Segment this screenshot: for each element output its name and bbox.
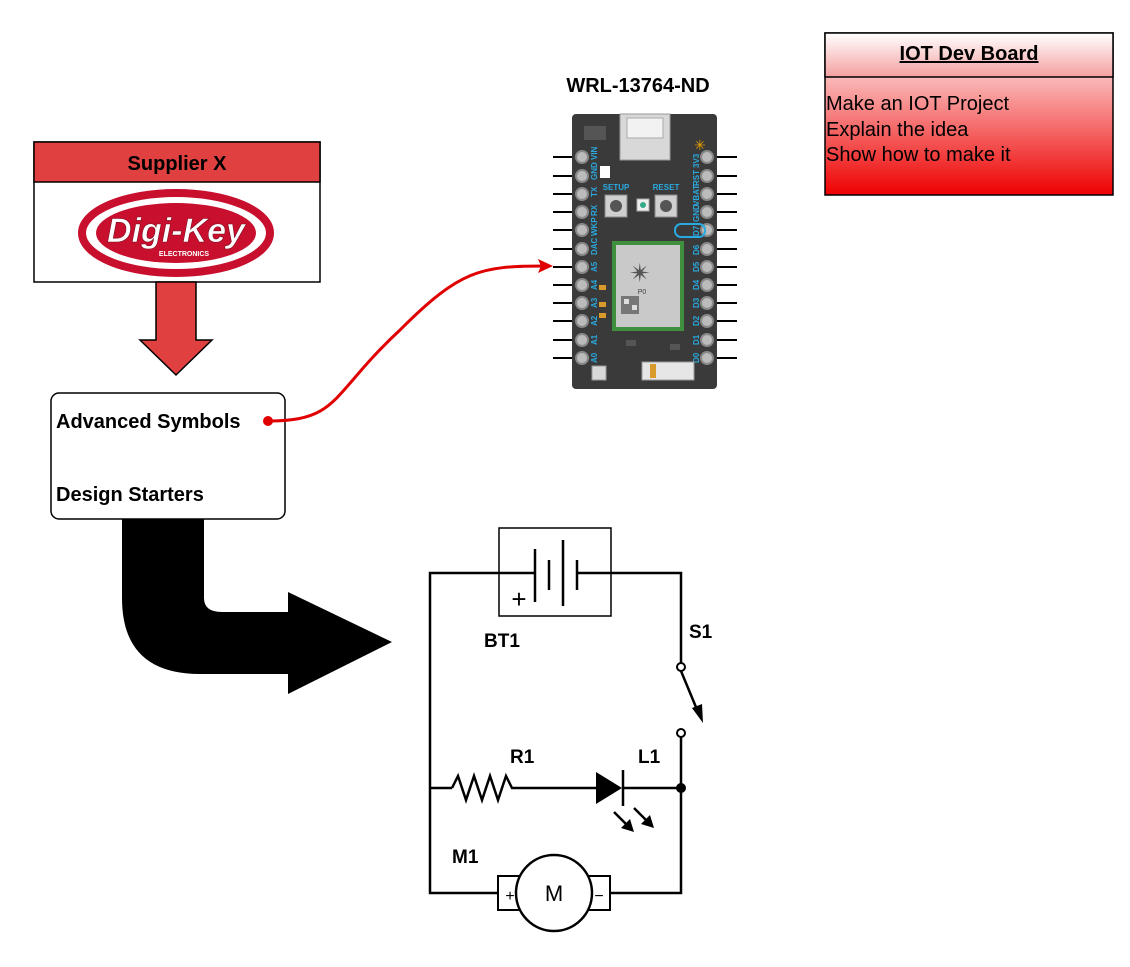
junction-dot [676,783,686,793]
svg-text:D1: D1 [692,334,701,345]
svg-text:P0: P0 [638,289,647,296]
connector-arrowhead [538,259,553,273]
svg-text:D0: D0 [692,352,701,363]
svg-text:A4: A4 [590,279,599,290]
supplier-header [33,141,321,183]
supplier-block[interactable]: Supplier X Digi-Key ELECTRONICS [33,141,321,283]
wire-top-left [428,571,499,895]
svg-text:D5: D5 [692,261,701,272]
svg-text:GND: GND [590,162,599,180]
svg-text:D6: D6 [692,244,701,255]
svg-text:RX: RX [590,204,599,216]
note-title: IOT Dev Board [900,43,1039,65]
menu-item-design-starters[interactable]: Design Starters [56,484,204,506]
label-s1: S1 [689,622,713,643]
svg-text:D7: D7 [692,225,701,236]
setup-label: SETUP [603,183,630,192]
supplier-title: Supplier X [128,153,228,175]
svg-text:VBAT: VBAT [692,185,701,206]
menu-item-advanced-symbols[interactable]: Advanced Symbols [56,411,241,433]
svg-text:ELECTRONICS: ELECTRONICS [159,251,210,258]
right-pin-labels: 3V3 RST VBAT GND D7 D6 D5 D4 D3 D2 D1 D0 [692,153,701,363]
led-l1[interactable] [596,770,654,832]
motor-minus: − [594,888,603,905]
svg-text:✴: ✴ [629,259,651,289]
connector-curve [267,264,546,423]
note-line-2: Explain the idea [826,119,969,141]
note-header [824,32,1114,78]
svg-text:Digi-Key: Digi-Key [107,212,247,250]
battery-plus: + [511,584,526,614]
svg-text:A2: A2 [590,315,599,326]
svg-text:D4: D4 [692,279,701,290]
svg-text:GND: GND [692,204,701,222]
black-curved-arrow [122,519,392,694]
resistor-r1[interactable] [450,772,516,804]
down-arrow-red [138,281,214,377]
label-r1: R1 [510,747,535,768]
motor-plus: + [505,888,514,905]
svg-text:TX: TX [590,186,599,197]
digikey-logo: Digi-Key ELECTRONICS [78,189,274,277]
iot-note[interactable]: IOT Dev Board Make an IOT Project Explai… [824,32,1114,196]
svg-text:A1: A1 [590,334,599,345]
motor-m1[interactable]: M + − [497,853,611,933]
dev-board[interactable]: ✳ VIN GND TX RX WKP DAC A5 A4 A3 A2 A1 A… [553,113,737,389]
svg-text:RST: RST [692,170,701,186]
battery-bt1[interactable]: + [498,527,612,617]
label-l1: L1 [638,747,661,768]
svg-text:A0: A0 [590,352,599,363]
svg-text:A3: A3 [590,297,599,308]
svg-text:A5: A5 [590,261,599,272]
menu-box[interactable]: Advanced Symbols Design Starters [50,392,286,520]
svg-text:VIN: VIN [590,146,599,160]
board-pads [575,150,714,365]
label-m1: M1 [452,847,479,868]
svg-text:✳: ✳ [694,138,706,154]
svg-text:D3: D3 [692,297,701,308]
svg-text:D2: D2 [692,315,701,326]
svg-text:3V3: 3V3 [692,153,701,168]
left-pin-labels: VIN GND TX RX WKP DAC A5 A4 A3 A2 A1 A0 [590,146,599,363]
motor-symbol: M [545,881,563,906]
wire-top-right [611,571,683,667]
schematic: + BT1 S1 R1 L1 M + [428,527,713,933]
label-bt1: BT1 [484,631,520,652]
note-line-3: Show how to make it [826,144,1011,166]
note-line-1: Make an IOT Project [826,93,1009,115]
reset-label: RESET [653,183,680,192]
board-part-number: WRL-13764-ND [566,75,709,97]
switch-s1[interactable] [676,662,703,738]
svg-text:WKP: WKP [590,217,599,236]
connector-dot [263,416,273,426]
svg-text:DAC: DAC [590,237,599,255]
